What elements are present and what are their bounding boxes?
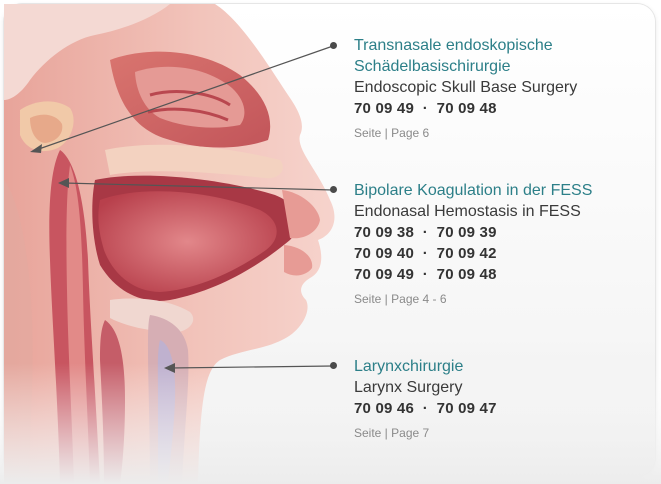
page-reference: Seite | Page 7 [354,425,497,441]
section-title-line: Schädelbasischirurgie [354,56,577,77]
page-reference: Seite | Page 4 - 6 [354,291,592,307]
section-subtitle: Endonasal Hemostasis in FESS [354,201,592,222]
article-codes: 70 09 40 · 70 09 42 [354,243,592,264]
section-subtitle: Larynx Surgery [354,377,497,398]
page-reference: Seite | Page 6 [354,125,577,141]
article-codes: 70 09 49 · 70 09 48 [354,264,592,285]
section-title-line: Larynxchirurgie [354,356,497,377]
bullet-dot-skull-base [330,42,337,49]
bullet-dot-larynx [330,362,337,369]
section-subtitle: Endoscopic Skull Base Surgery [354,77,577,98]
section-skull-base: Transnasale endoskopische Schädelbasisch… [354,35,577,141]
bullet-dot-fess [330,186,337,193]
article-codes: 70 09 46 · 70 09 47 [354,398,497,419]
section-title-line: Transnasale endoskopische [354,35,577,56]
article-codes: 70 09 38 · 70 09 39 [354,222,592,243]
section-title-line: Bipolare Koagulation in der FESS [354,180,592,201]
article-codes: 70 09 49 · 70 09 48 [354,98,577,119]
section-fess: Bipolare Koagulation in der FESS Endonas… [354,180,592,307]
section-larynx: Larynxchirurgie Larynx Surgery 70 09 46 … [354,356,497,441]
